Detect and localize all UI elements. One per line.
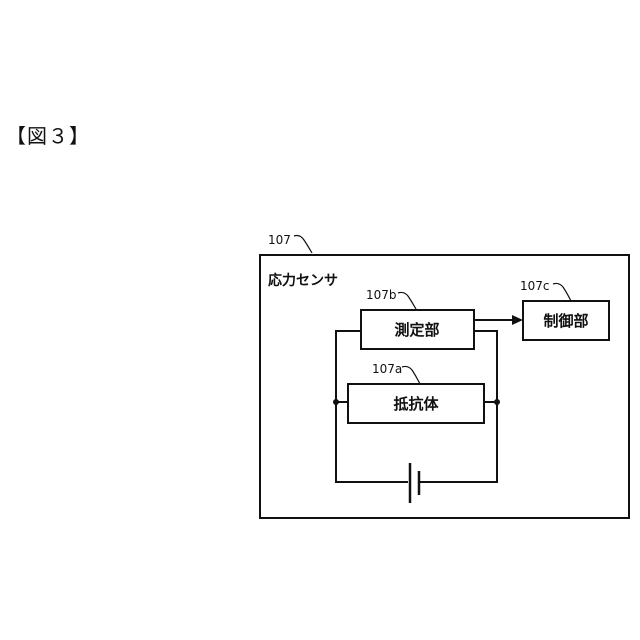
sensor-leader-line	[294, 236, 312, 254]
resistor-leader-line	[402, 366, 420, 384]
measurement-leader-line	[398, 292, 416, 309]
right-junction-dot	[494, 399, 500, 405]
sensor-ref: 107	[268, 233, 291, 247]
controller-label: 制御部	[543, 312, 588, 330]
measurement-label: 測定部	[394, 321, 439, 339]
measurement-ref: 107b	[366, 288, 397, 302]
controller-leader-line	[553, 283, 571, 301]
resistor-ref: 107a	[372, 362, 402, 376]
signal-arrow-head	[512, 315, 523, 325]
resistor-label: 抵抗体	[393, 395, 439, 413]
left-junction-dot	[333, 399, 339, 405]
sensor-title: 応力センサ	[268, 272, 338, 289]
controller-ref: 107c	[520, 279, 550, 293]
